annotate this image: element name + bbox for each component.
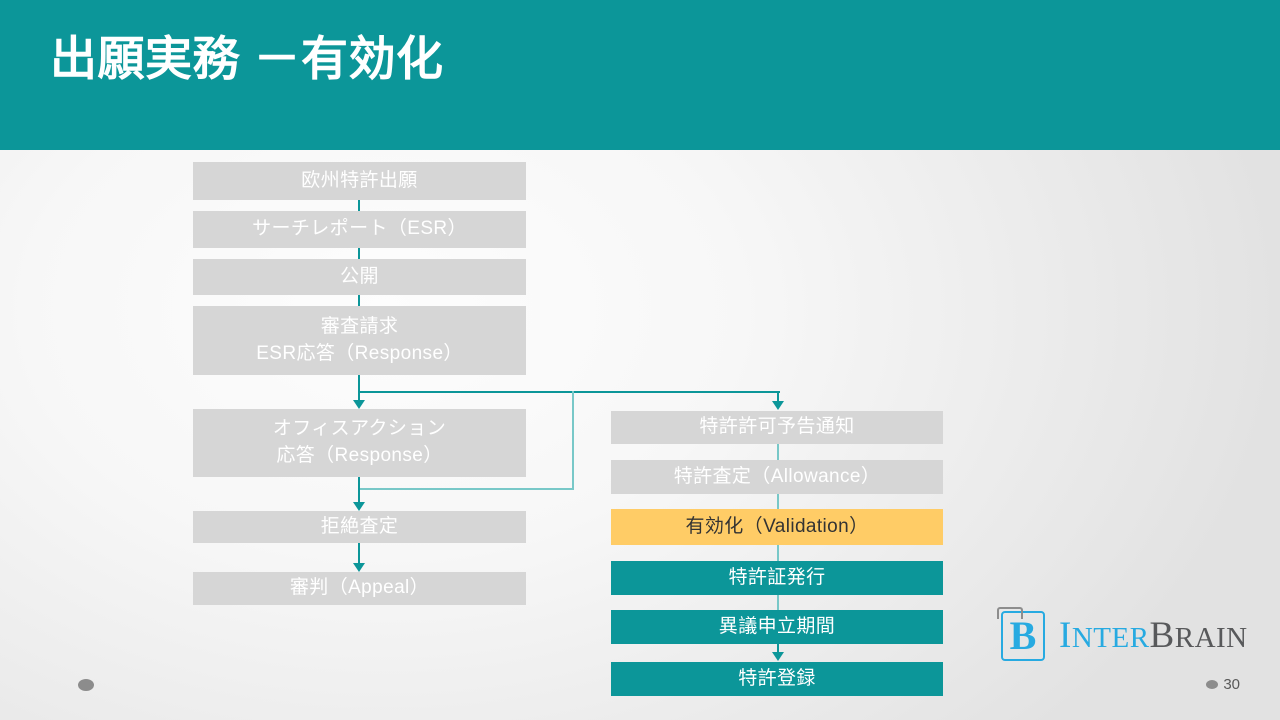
arrow-into-registration	[772, 652, 784, 661]
node-line: 審査請求	[320, 315, 399, 337]
page-number-dot-icon	[1206, 680, 1219, 689]
logo-mark-icon: B	[995, 607, 1051, 663]
logo-frame-shape	[1001, 611, 1045, 661]
flow-node-office-action: オフィスアクション 応答（Response）	[193, 409, 526, 477]
node-line: オフィスアクション	[272, 418, 447, 440]
node-line: 有効化（Validation）	[685, 515, 869, 537]
node-line: 拒絶査定	[320, 515, 399, 537]
arrow-into-office-action	[353, 400, 365, 409]
arrow-into-intent-to-grant	[772, 401, 784, 410]
node-line: 特許査定（Allowance）	[673, 465, 881, 487]
connector-opposition-to-registration	[777, 644, 779, 656]
connector-loop-vertical	[572, 391, 574, 489]
node-line: 特許登録	[738, 667, 816, 689]
flow-node-intent-to-grant: 特許許可予告通知	[611, 411, 943, 444]
node-line: 審判（Appeal）	[289, 577, 430, 599]
connector-validation-to-certificate	[777, 545, 779, 561]
page-number-label: 30	[1223, 676, 1240, 693]
connector-rejection-to-appeal	[358, 543, 360, 566]
logo-mark-letter: B	[1009, 613, 1037, 658]
connector-intent-to-allowance	[777, 444, 779, 460]
node-line: 応答（Response）	[276, 445, 443, 466]
node-line: 欧州特許出願	[301, 169, 418, 191]
flow-node-ep-application: 欧州特許出願	[193, 162, 526, 200]
arrow-into-rejection	[353, 502, 365, 511]
node-line: 特許許可予告通知	[699, 416, 855, 438]
flow-node-validation: 有効化（Validation）	[611, 509, 943, 545]
logo-word-b: B	[1149, 614, 1175, 656]
node-line: サーチレポート（ESR）	[252, 218, 467, 240]
logo-word-nter: NTER	[1071, 621, 1150, 654]
flow-node-rejection: 拒絶査定	[193, 511, 526, 543]
page-number: 30	[1206, 676, 1240, 693]
flow-node-appeal: 審判（Appeal）	[193, 572, 526, 605]
logo-tab-shape	[997, 607, 1023, 619]
connector-loop-horizontal	[358, 488, 574, 490]
connector-search-to-publication	[358, 248, 360, 259]
flow-node-registration: 特許登録	[611, 662, 943, 696]
connector-certificate-to-opposition	[777, 595, 779, 610]
connector-allowance-to-validation	[777, 494, 779, 509]
connector-office-action-to-rejection	[358, 477, 360, 505]
flow-node-allowance: 特許査定（Allowance）	[611, 460, 943, 494]
node-line: 公開	[340, 265, 379, 287]
connector-ep-to-search	[358, 200, 360, 211]
node-line: 特許証発行	[728, 566, 826, 588]
flow-node-search-report: サーチレポート（ESR）	[193, 211, 526, 248]
connector-branch-bar	[358, 391, 780, 393]
logo-wordmark: INTERBRAIN	[1059, 614, 1248, 657]
title-band	[0, 0, 1280, 150]
connector-publication-to-exam	[358, 295, 360, 306]
arrow-into-appeal	[353, 563, 365, 572]
connector-branch-to-office-action	[358, 391, 360, 403]
page-title: 出願実務 －有効化	[50, 32, 444, 85]
logo-word-rain: RAIN	[1174, 621, 1248, 654]
interbrain-logo: B INTERBRAIN	[995, 604, 1267, 666]
node-line: ESR応答（Response）	[256, 342, 463, 364]
node-line: 異議申立期間	[718, 615, 836, 637]
flow-node-certificate: 特許証発行	[611, 561, 943, 595]
footer-decoration-dot	[78, 679, 94, 691]
flow-node-opposition: 異議申立期間	[611, 610, 943, 644]
connector-branch-to-intent	[777, 391, 779, 403]
flow-node-exam-request: 審査請求 ESR応答（Response）	[193, 306, 526, 375]
connector-exam-to-branch	[358, 375, 360, 393]
logo-word-i: I	[1059, 614, 1072, 656]
flow-node-publication: 公開	[193, 259, 526, 295]
